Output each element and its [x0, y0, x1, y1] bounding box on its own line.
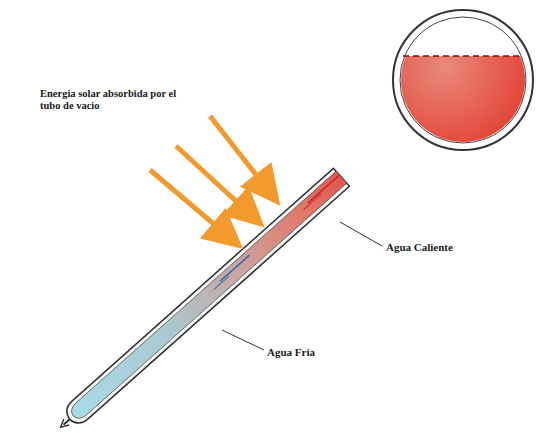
leader-line [340, 222, 382, 246]
vacuum-tube [53, 168, 350, 436]
tube-water [68, 171, 347, 422]
tube-tip [64, 419, 70, 424]
cold-flow-line [220, 255, 250, 282]
tank-water [401, 56, 525, 142]
tank-outer [393, 10, 533, 150]
hot-water-label: Agua Caliente [386, 241, 453, 254]
cold-water-label: Agua Fria [267, 346, 315, 359]
water-level [403, 55, 523, 57]
sun-arrows [150, 116, 268, 236]
leader-line [222, 330, 264, 350]
tube-tip-end [58, 419, 69, 430]
energy-label: Energia solar absorbida por el tubo de v… [40, 88, 180, 112]
sun-arrow [210, 116, 268, 190]
tank-inner [400, 17, 526, 143]
storage-tank [393, 10, 533, 150]
tube-outer [62, 168, 350, 428]
hot-flow-line [303, 193, 322, 210]
cold-flow-line [214, 276, 229, 289]
hot-flow-line [308, 175, 339, 203]
